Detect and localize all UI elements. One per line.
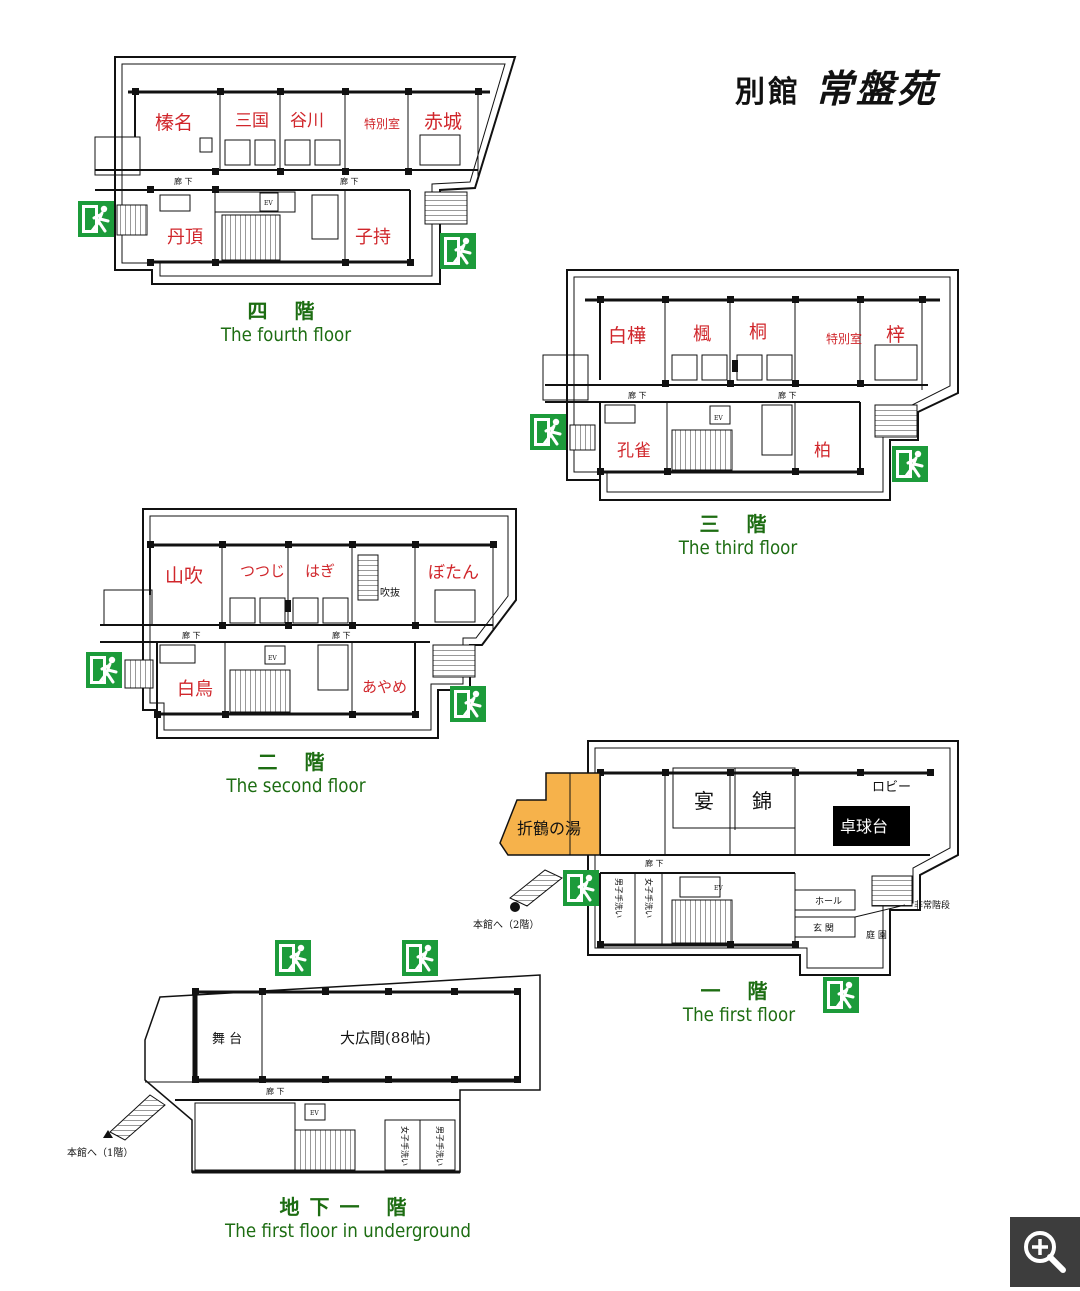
fourth-floor-plan	[94, 56, 517, 285]
elevator-label: EV	[714, 885, 723, 892]
room-kiri: 桐	[749, 322, 767, 343]
room-special-4f: 特別室	[364, 116, 400, 131]
caption-jp: 地下一 階	[279, 1195, 417, 1219]
first-floor-labels: 宴 錦 折鶴の湯 ロビー 卓球台 ホール 玄 関 庭 園 非常階段 本館へ（2階…	[473, 780, 950, 941]
third-floor-room-labels: 白樺 楓 桐 特別室 梓 孔雀 柏	[608, 322, 905, 461]
room-kaede: 楓	[693, 324, 711, 345]
stage-label: 舞 台	[212, 1032, 242, 1047]
basement-floor-plan	[109, 974, 541, 1174]
caption-en: The third floor	[678, 537, 798, 559]
basement-labels: 舞 台 大広間(88帖) 本館へ（1階） 廊 下 EV 女子手洗い 男子手洗い	[67, 1029, 445, 1166]
corridor-label: 廊 下	[266, 1086, 285, 1096]
caption-en: The first floor	[682, 1004, 796, 1026]
caption-basement: 地下一 階 The first floor in underground	[193, 1195, 503, 1243]
caption-jp: 三 階	[699, 512, 777, 536]
zoom-button[interactable]	[1010, 1217, 1080, 1287]
lobby-label: ロビー	[872, 780, 911, 795]
emergency-exit-icon	[448, 684, 488, 724]
emergency-exit-icon	[84, 650, 124, 690]
room-kujaku: 孔雀	[617, 441, 651, 461]
elevator-label: EV	[714, 415, 723, 422]
emergency-exit-icon	[528, 412, 568, 452]
room-azusa: 梓	[886, 324, 905, 346]
room-mikuni: 三国	[235, 111, 269, 131]
hall-label: ホール	[815, 896, 842, 907]
caption-jp: 一 階	[700, 979, 778, 1003]
room-tanigawa: 谷川	[290, 111, 324, 131]
table-tennis-label: 卓球台	[840, 817, 888, 836]
room-tancho: 丹頂	[167, 227, 203, 248]
caption-en: The first floor in underground	[225, 1220, 471, 1242]
first-floor-plan	[587, 740, 959, 976]
to-main-building-2f: 本館へ（2階）	[473, 918, 539, 931]
corridor-label: 廊 下	[174, 176, 193, 186]
corridor-label: 廊 下	[340, 176, 359, 186]
corridor-label: 廊 下	[182, 630, 201, 640]
caption-jp: 二 階	[257, 750, 335, 774]
table-tennis-box	[833, 806, 910, 846]
room-special-3f: 特別室	[826, 331, 862, 346]
emergency-exit-icon	[438, 231, 478, 271]
room-shirakaba: 白樺	[608, 325, 646, 347]
room-yamabuki: 山吹	[165, 565, 203, 587]
third-floor-plan	[542, 269, 959, 501]
marker-dot	[510, 902, 520, 912]
room-komochi: 子持	[355, 227, 391, 248]
second-floor-room-labels: 山吹 つつじ はぎ ぼたん 白鳥 あやめ	[165, 562, 479, 700]
emergency-stairs-label: 非常階段	[914, 899, 950, 911]
building-title: 別館常盤苑	[735, 58, 965, 111]
emergency-exit-icon	[400, 938, 440, 978]
room-utage: 宴	[694, 789, 714, 813]
emergency-exit-icon	[273, 938, 313, 978]
caption-third-floor: 三 階 The third floor	[648, 512, 828, 560]
room-hagi: はぎ	[305, 562, 335, 580]
womens-restroom-label: 女子手洗い	[644, 878, 654, 918]
fourth-floor-room-labels: 榛名 三国 谷川 特別室 赤城 丹頂 子持	[155, 111, 462, 248]
marker-triangle	[103, 1130, 113, 1138]
room-haruna: 榛名	[155, 112, 193, 134]
corridor-label: 廊 下	[332, 630, 351, 640]
room-hakucho: 白鳥	[177, 679, 213, 700]
room-tsutsuji: つつじ	[240, 562, 285, 580]
room-akagi: 赤城	[424, 111, 462, 133]
annex-label: 別館	[735, 75, 801, 110]
corridor-label: 廊 下	[645, 858, 664, 868]
zoom-in-icon	[1024, 1231, 1066, 1273]
bath-orizuru-label: 折鶴の湯	[517, 819, 581, 838]
room-nishiki: 錦	[752, 789, 772, 813]
second-floor-plan	[100, 508, 517, 739]
building-name: 常盤苑	[815, 66, 939, 111]
mens-restroom-label: 男子手洗い	[435, 1126, 445, 1166]
elevator-label: EV	[310, 1110, 319, 1117]
caption-en: The second floor	[226, 775, 366, 797]
emergency-exit-icon	[561, 868, 601, 908]
elevator-label: EV	[268, 655, 277, 662]
mens-restroom-label: 男子手洗い	[614, 878, 624, 918]
to-main-building-1f: 本館へ（1階）	[67, 1146, 133, 1159]
caption-first-floor: 一 階 The first floor	[649, 979, 829, 1027]
stairs-to-main-building	[509, 869, 563, 907]
emergency-exit-icon	[76, 199, 116, 239]
caption-second-floor: 二 階 The second floor	[196, 750, 396, 798]
caption-fourth-floor: 四 階 The fourth floor	[196, 299, 376, 347]
corridor-label: 廊 下	[778, 390, 797, 400]
garden-label: 庭 園	[866, 929, 887, 941]
caption-jp: 四 階	[247, 299, 325, 323]
room-ayame: あやめ	[362, 678, 407, 696]
emergency-exit-icon	[890, 444, 930, 484]
room-botan: ぼたん	[428, 563, 479, 583]
womens-restroom-label: 女子手洗い	[400, 1126, 410, 1166]
atrium-label: 吹抜	[380, 586, 400, 599]
great-hall-label: 大広間(88帖)	[340, 1029, 431, 1047]
corridor-label: 廊 下	[628, 390, 647, 400]
caption-en: The fourth floor	[220, 324, 352, 346]
entrance-label: 玄 関	[813, 922, 834, 934]
room-kashiwa: 柏	[814, 441, 831, 461]
bath-orizuru-area	[499, 772, 601, 856]
elevator-label: EV	[264, 200, 273, 207]
